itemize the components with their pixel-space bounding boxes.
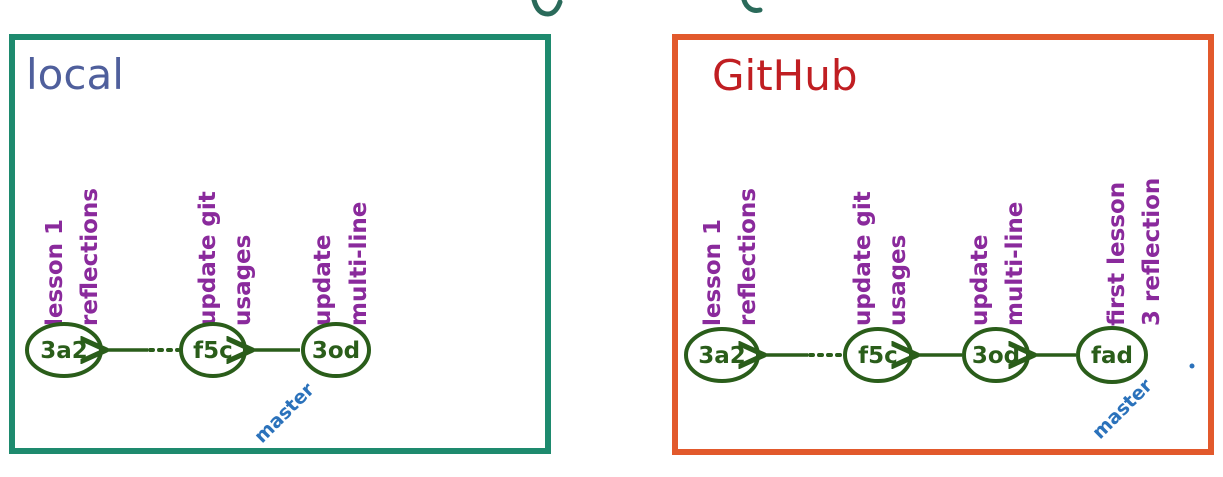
github-commit-3-message-line1: update: [967, 235, 993, 326]
local-commit-node-2: f5c: [179, 322, 247, 378]
github-commit-1-hash: 3a2: [698, 343, 746, 369]
local-commit-3-message-line1: update: [310, 235, 336, 326]
github-stray-dot: [1189, 363, 1195, 369]
local-panel: local lesson 1 reflections update git us…: [9, 34, 551, 454]
github-commit-4-message-line2: 3 reflection: [1139, 178, 1165, 326]
local-commit-1-message-line2: reflections: [77, 188, 103, 326]
cropped-heading-strokes: [531, 0, 763, 17]
github-commit-4-hash: fad: [1091, 343, 1133, 369]
local-commit-2-hash: f5c: [193, 338, 233, 364]
local-commit-node-1: 3a2: [25, 322, 103, 378]
local-panel-border: [9, 34, 551, 454]
local-commit-3-hash: 3od: [312, 338, 360, 364]
github-commit-node-4: fad: [1076, 326, 1148, 384]
github-commit-node-1: 3a2: [684, 327, 760, 383]
github-panel-border: [672, 34, 1214, 455]
local-commit-2-message-line1: update git: [195, 191, 221, 326]
github-commit-2-hash: f5c: [858, 343, 898, 369]
github-commit-4-message-line1: first lesson: [1104, 182, 1130, 326]
github-branch-label: master: [1088, 374, 1157, 443]
github-commit-1-message-line2: reflections: [735, 188, 761, 326]
local-commit-3-message-line2: multi-line: [346, 202, 372, 326]
local-commit-2-message-line2: usages: [230, 235, 256, 326]
local-commit-node-3: 3od: [301, 322, 371, 378]
local-commit-1-hash: 3a2: [40, 338, 88, 364]
github-commit-3-hash: 3od: [972, 343, 1020, 369]
github-commit-node-2: f5c: [843, 327, 913, 383]
github-commit-3-message-line2: multi-line: [1002, 202, 1028, 326]
github-panel-title: GitHub: [712, 51, 858, 100]
local-commit-1-message-line1: lesson 1: [42, 219, 68, 326]
github-commit-node-3: 3od: [962, 327, 1030, 383]
github-commit-2-message-line1: update git: [850, 191, 876, 326]
github-commit-1-message-line1: lesson 1: [700, 219, 726, 326]
github-panel: GitHub lesson 1 reflections update git u…: [672, 34, 1214, 455]
local-panel-title: local: [26, 50, 124, 99]
github-commit-2-message-line2: usages: [885, 235, 911, 326]
local-branch-label: master: [250, 378, 319, 447]
